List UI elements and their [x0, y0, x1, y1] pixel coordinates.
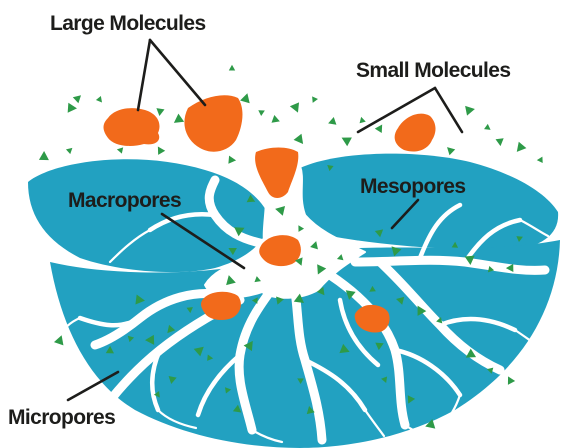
label-micropores: Micropores	[8, 406, 115, 429]
small-molecule	[155, 108, 164, 116]
leader-small-molecules-right	[435, 88, 462, 132]
small-molecule	[537, 157, 543, 164]
small-molecule	[484, 124, 492, 133]
leader-large-molecules-right	[150, 40, 205, 105]
small-molecule	[228, 156, 236, 165]
small-molecule	[171, 114, 184, 127]
label-macropores: Macropores	[68, 189, 181, 212]
particle-left-lobe	[28, 159, 270, 272]
small-molecule	[444, 144, 455, 155]
small-molecule	[68, 103, 78, 114]
small-molecule	[327, 117, 337, 127]
small-molecule	[39, 151, 49, 160]
small-molecule	[154, 144, 165, 155]
pore-branch	[500, 370, 530, 412]
leader-large-molecules-left	[138, 40, 150, 110]
small-molecule	[66, 145, 75, 154]
small-molecule	[116, 146, 123, 153]
small-molecule	[240, 92, 252, 103]
small-molecule	[229, 65, 235, 71]
small-molecule	[513, 142, 526, 155]
small-molecule	[272, 115, 282, 125]
small-molecule	[339, 133, 352, 146]
small-molecule	[290, 102, 303, 114]
small-molecule	[294, 134, 307, 147]
small-molecule	[258, 108, 266, 116]
small-molecule	[358, 116, 366, 123]
small-molecule	[496, 138, 505, 146]
small-molecule	[375, 122, 386, 133]
small-molecule	[96, 96, 105, 105]
label-small-molecules: Small Molecules	[356, 59, 510, 82]
label-mesopores: Mesopores	[360, 175, 465, 198]
large-molecule	[395, 114, 436, 152]
large-molecule	[104, 108, 160, 146]
small-molecule	[310, 96, 318, 104]
large-molecule	[184, 95, 242, 151]
label-large-molecules: Large Molecules	[50, 12, 206, 35]
small-molecule	[73, 92, 84, 103]
small-molecule	[465, 104, 476, 116]
